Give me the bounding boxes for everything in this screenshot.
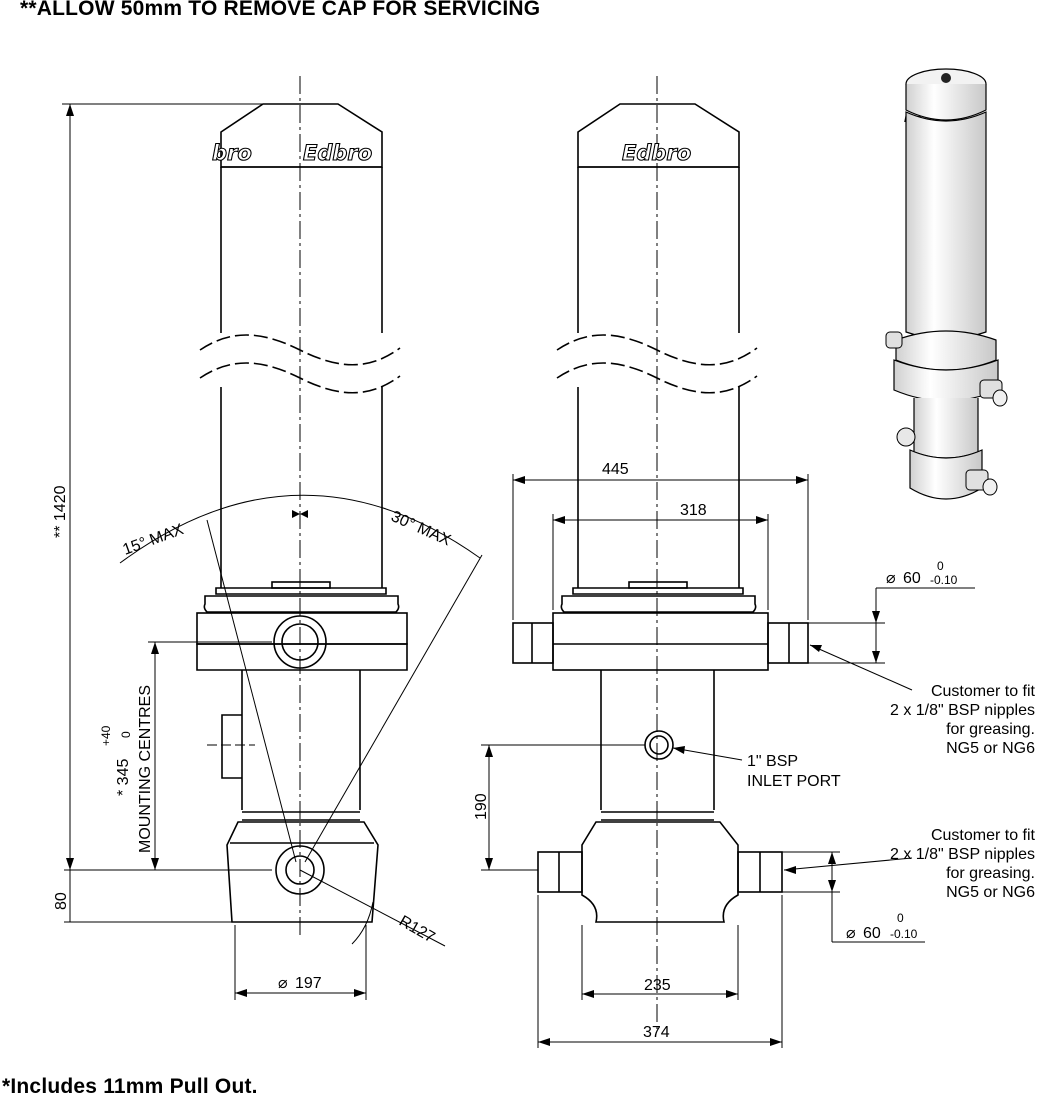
radius-label: R127 — [396, 913, 438, 947]
trunnion-dia-symbol-upper: ⌀ — [886, 570, 896, 587]
front-view: Edbro 445 — [473, 76, 1036, 1048]
trunnion-tol-lower-a: -0.10 — [930, 573, 958, 587]
width-overall-label: 445 — [602, 461, 629, 478]
angle-left-label: 15° MAX — [121, 521, 187, 559]
trunnion-dia-upper: 60 — [903, 570, 921, 587]
side-view: bro Edbro 15° MAX — [52, 76, 483, 1000]
base-diameter-label: 197 — [295, 975, 322, 992]
front-base — [581, 821, 739, 923]
overall-length-label: ** 1420 — [52, 485, 69, 538]
break-line-lower — [199, 362, 401, 394]
inlet-callout-line1: 1" BSP — [747, 753, 798, 770]
trunnion-block — [196, 612, 408, 645]
trunnion-dia-lower: 60 — [863, 925, 881, 942]
inlet-height-label: 190 — [473, 793, 490, 820]
mounting-centres-tol-upper: +40 — [99, 725, 113, 746]
brand-logo-partial: bro — [212, 141, 252, 165]
base-width-label: 235 — [644, 977, 671, 994]
trunnion-dia-symbol-lower: ⌀ — [846, 925, 856, 942]
grease-callout-lower-line4: NG5 or NG6 — [946, 884, 1035, 901]
grease-callout-lower-line2: 2 x 1/8" BSP nipples — [890, 846, 1035, 863]
grease-callout-upper-line1: Customer to fit — [931, 683, 1036, 700]
width-body-label: 318 — [680, 502, 707, 519]
brand-logo: Edbro — [303, 141, 372, 165]
front-trunnion-block — [552, 612, 769, 671]
angle-right-label: 30° MAX — [388, 508, 453, 549]
base — [226, 821, 379, 923]
trunnion-pin — [273, 615, 327, 669]
break-line-upper — [199, 334, 401, 366]
isometric-view: bro — [885, 68, 1008, 500]
servicing-note: **ALLOW 50mm TO REMOVE CAP FOR SERVICING — [20, 0, 541, 20]
base-width-overall-label: 374 — [643, 1024, 670, 1041]
mounting-centres-tol-lower: 0 — [119, 731, 133, 738]
trunnion-tol-lower-b: -0.10 — [890, 927, 918, 941]
grease-callout-lower-line3: for greasing. — [946, 865, 1035, 882]
base-pin — [275, 845, 325, 895]
grease-callout-upper-line2: 2 x 1/8" BSP nipples — [890, 702, 1035, 719]
front-brand-logo: Edbro — [622, 141, 691, 165]
mounting-centres-value: * 345 — [115, 759, 132, 796]
pull-out-note: *Includes 11mm Pull Out. — [2, 1075, 258, 1098]
grease-callout-lower-line1: Customer to fit — [931, 827, 1036, 844]
mounting-centres-label: MOUNTING CENTRES — [137, 685, 154, 853]
inlet-callout-line2: INLET PORT — [747, 773, 841, 790]
trunnion-tol-upper-b: 0 — [897, 911, 904, 925]
grease-callout-upper-line4: NG5 or NG6 — [946, 740, 1035, 757]
base-height-label: 80 — [53, 892, 70, 910]
base-diameter-symbol: ⌀ — [278, 975, 288, 992]
grease-callout-upper-line3: for greasing. — [946, 721, 1035, 738]
trunnion-tol-upper-a: 0 — [937, 559, 944, 573]
